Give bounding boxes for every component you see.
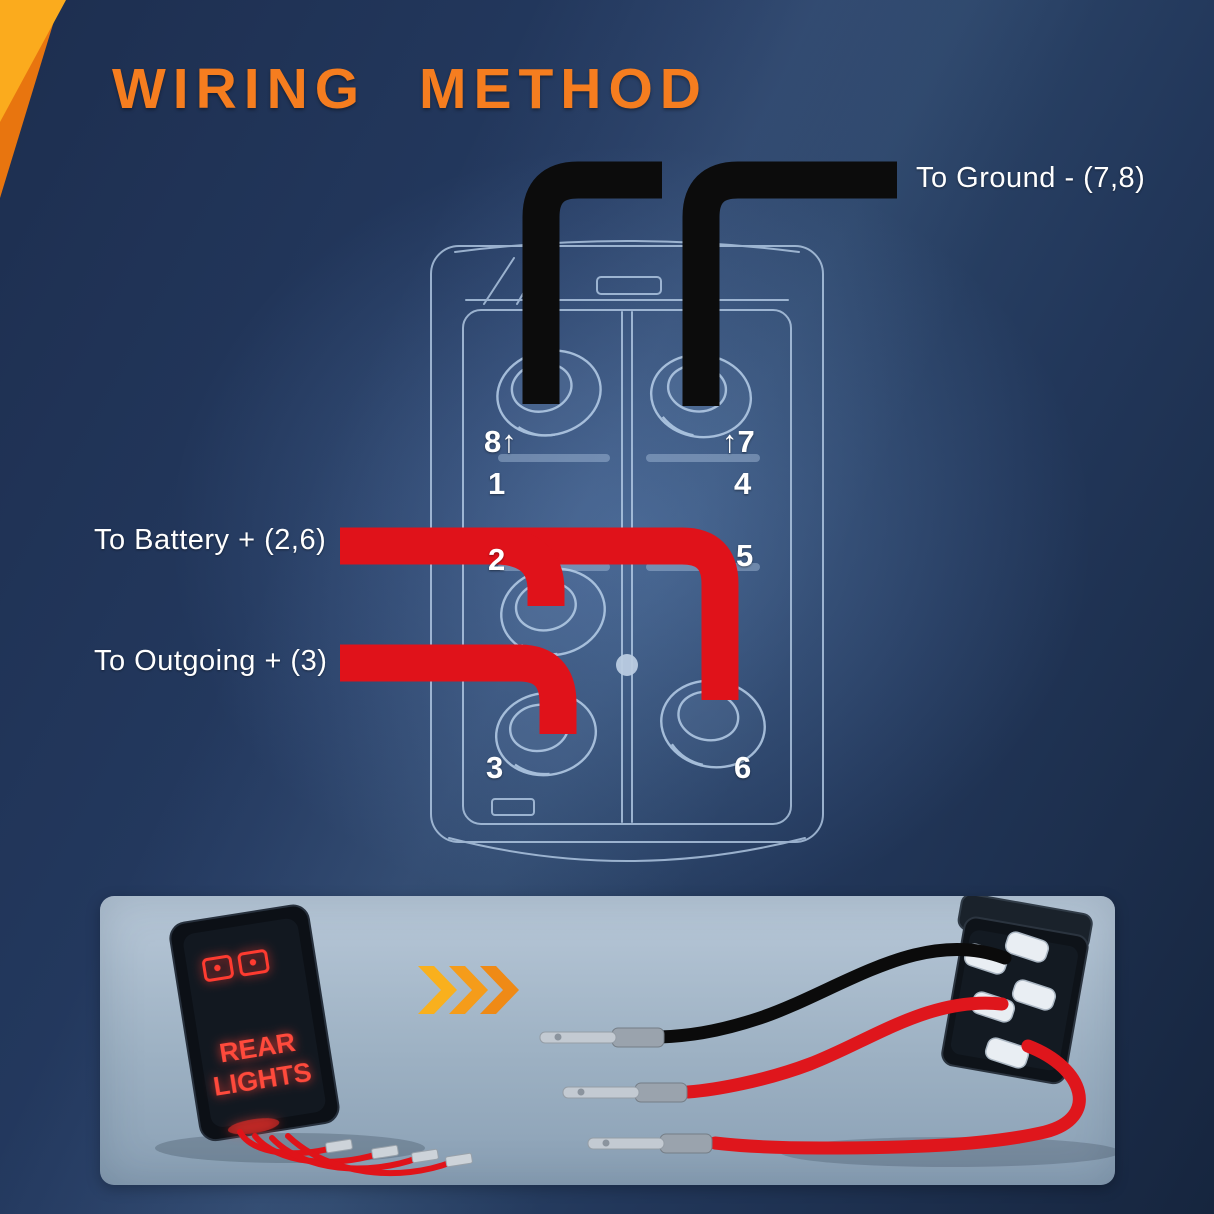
ground-wires: [522, 161, 897, 406]
label-to-outgoing: To Outgoing + (3): [94, 645, 328, 677]
battery-wire: [340, 527, 739, 700]
terminal-label-8: 8↑: [484, 424, 517, 459]
pigtail-wires: [237, 1129, 455, 1177]
terminal-label-6: 6: [734, 750, 752, 785]
switch-outline: [430, 240, 824, 862]
outgoing-wire: [340, 644, 577, 734]
terminal-label-5: 5: [736, 538, 754, 573]
terminal-6-post: [660, 679, 766, 769]
mounting-hole: [616, 654, 638, 676]
terminal-label-1: 1: [488, 466, 506, 501]
battery-branch-wire: [497, 527, 565, 606]
red-jumper-wire-2: [708, 1039, 1086, 1155]
rocker-switch-photo: REAR LIGHTS: [169, 904, 340, 1142]
spade-terminal-black: [539, 1027, 665, 1048]
black-jumper-wire: [653, 942, 1012, 1044]
label-to-ground: To Ground - (7,8): [916, 162, 1146, 194]
positive-wires: [340, 527, 739, 734]
terminal-label-4: 4: [734, 466, 752, 501]
left-product-shadow: [155, 1133, 425, 1163]
ground-wire-terminal-7: [682, 161, 897, 406]
red-jumper-wire-1: [681, 996, 1009, 1099]
chevron-arrows-icon: [418, 966, 519, 1014]
product-panel: REAR LIGHTS: [100, 896, 1115, 1185]
spade-terminal-red-2: [587, 1133, 713, 1154]
pigtail-connectors: [325, 1138, 473, 1168]
label-to-battery: To Battery + (2,6): [94, 524, 327, 556]
headlight-icons: [202, 949, 270, 982]
wired-switch-photo: [539, 896, 1093, 1155]
spade-terminal-red-1: [562, 1082, 688, 1103]
ground-wire-terminal-8: [522, 161, 662, 404]
terminal-label-3: 3: [486, 750, 504, 785]
page-title: WIRING METHOD: [112, 57, 708, 121]
product-photos: REAR LIGHTS: [155, 896, 1115, 1177]
terminal-label-2: 2: [488, 542, 506, 577]
terminal-label-7: ↑7: [722, 424, 755, 459]
